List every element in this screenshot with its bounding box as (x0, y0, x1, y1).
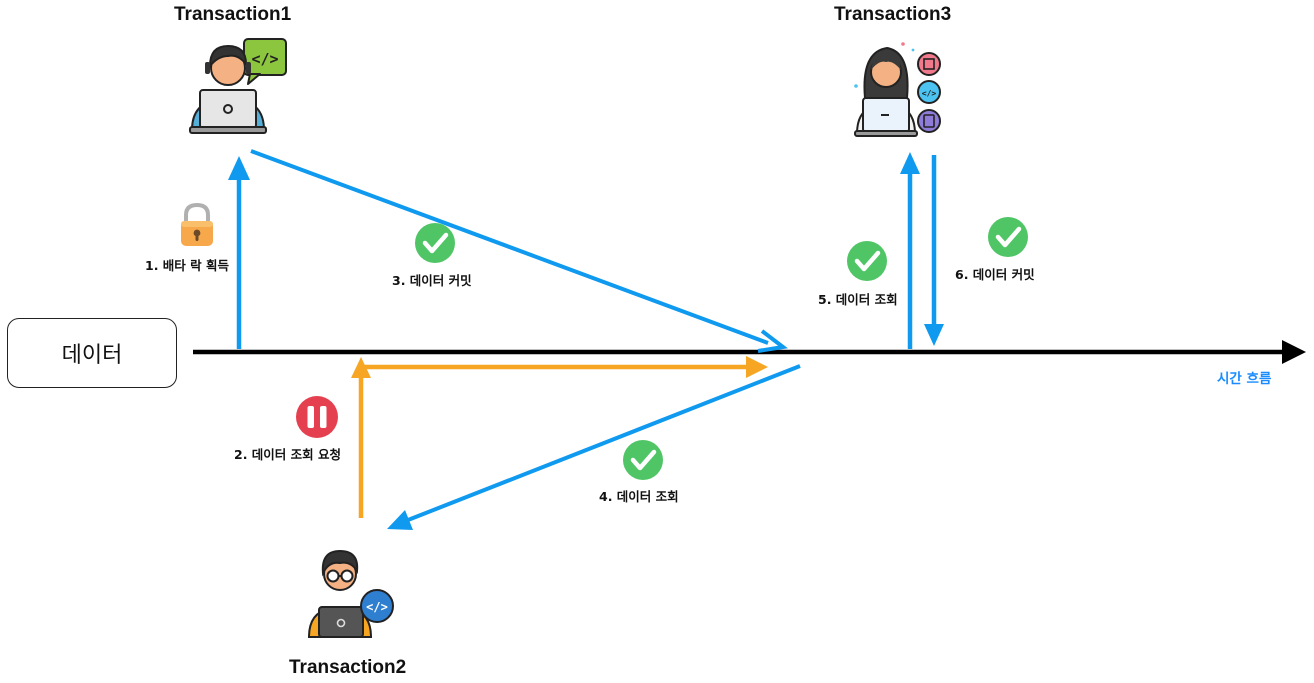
check-icon (623, 440, 663, 480)
check-icon (415, 223, 455, 263)
lock-acquire-arrow (228, 156, 250, 349)
transaction3-title: Transaction3 (834, 4, 952, 25)
check-icon (988, 217, 1028, 257)
step-3-label: 3. 데이터 커밋 (392, 273, 472, 288)
svg-text:</>: </> (251, 50, 278, 68)
data-box-label: 데이터 (61, 343, 123, 368)
transaction1-title: Transaction1 (174, 4, 292, 25)
t3-commit-arrow (924, 155, 944, 346)
developer-laptop-code-bubble-icon: </> (189, 38, 287, 134)
timeline-arrow (193, 340, 1306, 364)
step-1-label: 1. 배타 락 획득 (145, 258, 230, 273)
t3-read-arrow (900, 152, 920, 349)
lock-icon (181, 202, 213, 246)
step-4-label: 4. 데이터 조회 (599, 489, 679, 504)
step-6-label: 6. 데이터 커밋 (955, 267, 1035, 282)
developer-glasses-laptop-icon: </> (307, 549, 394, 638)
pause-icon (296, 396, 338, 438)
step-2-label: 2. 데이터 조회 요청 (234, 447, 342, 462)
t2-request-arrow (351, 356, 768, 518)
svg-text:</>: </> (922, 89, 937, 98)
transaction2-title: Transaction2 (289, 657, 407, 678)
t1-commit-arrow (250, 149, 788, 353)
timeline-label: 시간 흐름 (1217, 371, 1272, 387)
svg-text:</>: </> (366, 600, 388, 614)
t2-read-arrow (387, 364, 801, 530)
data-box: 데이터 (7, 318, 177, 388)
check-icon (847, 241, 887, 281)
female-developer-laptop-icon: </> (854, 42, 941, 137)
step-5-label: 5. 데이터 조회 (818, 292, 898, 307)
